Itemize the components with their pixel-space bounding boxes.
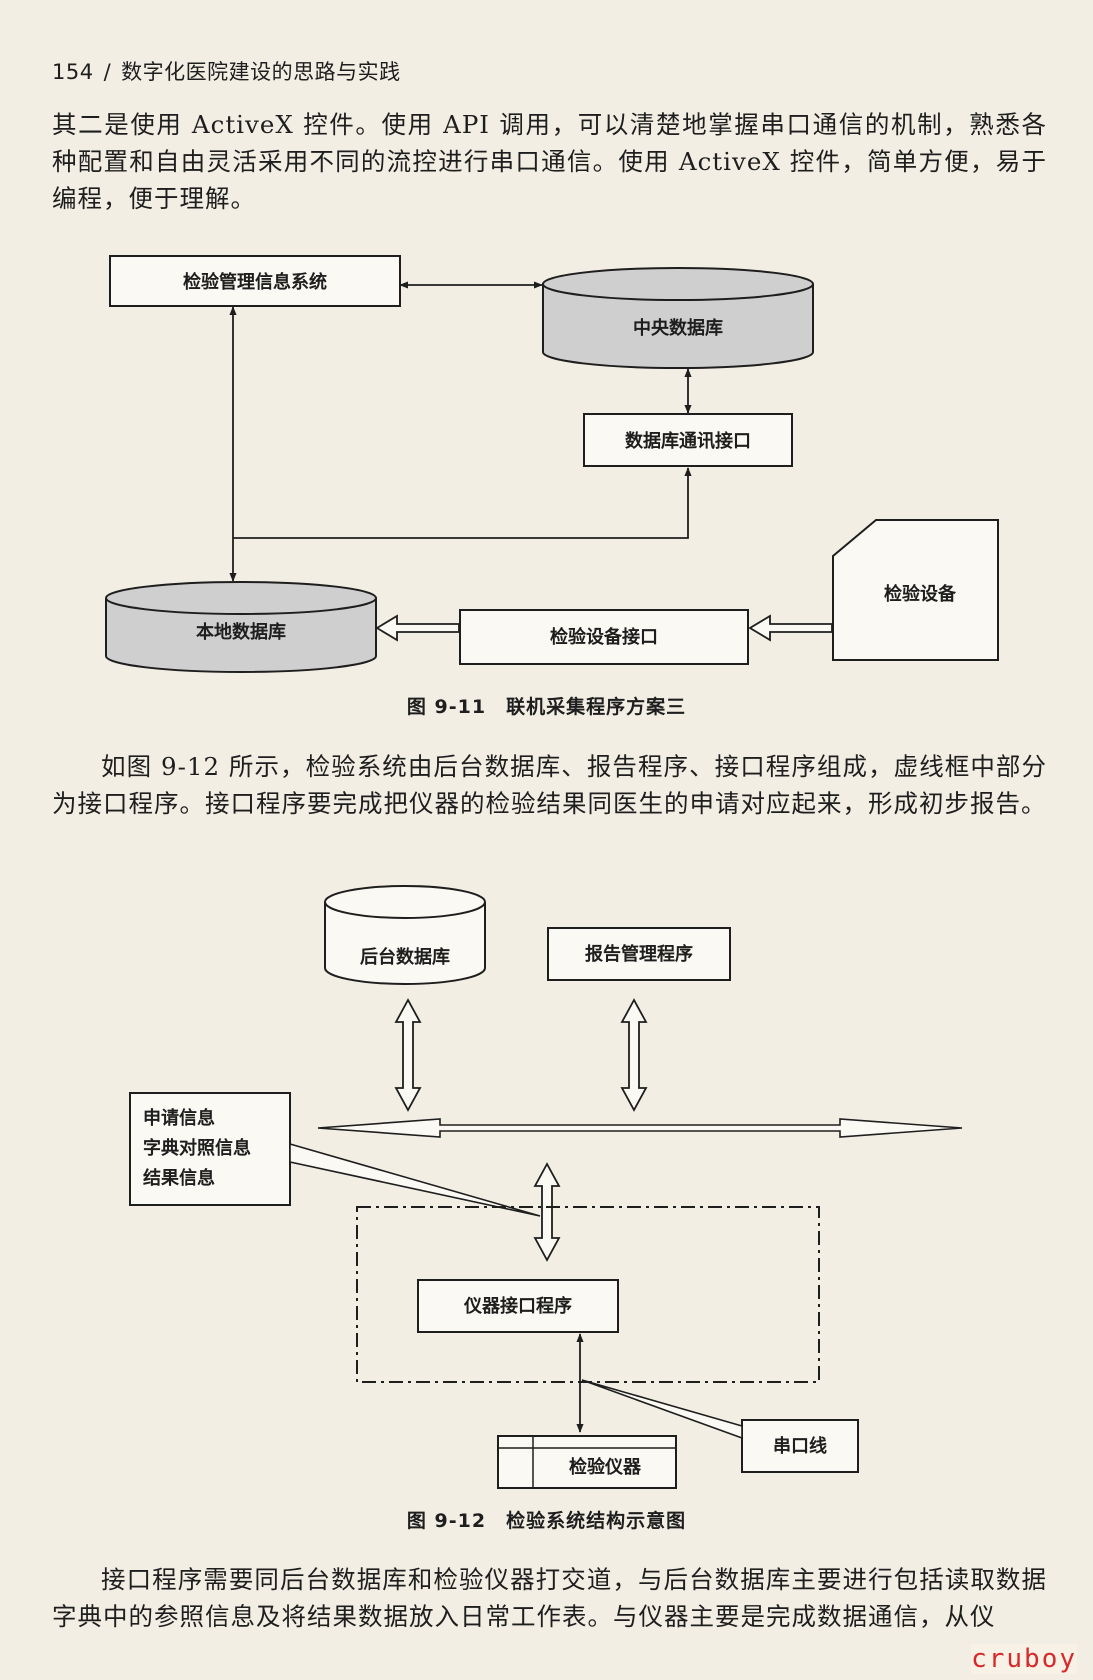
instrument-box: 检验仪器 <box>497 1435 677 1489</box>
device-label: 检验设备 <box>884 583 957 605</box>
info-callout-pointer <box>289 1142 541 1217</box>
info-line-result: 结果信息 <box>143 1167 215 1189</box>
db-comm-box: 数据库通讯接口 <box>583 413 793 467</box>
branch-to-comm-arrow <box>233 467 692 539</box>
figure-9-12-caption: 图 9-12 检验系统结构示意图 <box>406 1510 687 1532</box>
backend-db-cylinder: 后台数据库 <box>324 885 486 985</box>
figure-9-11-caption: 图 9-11 联机采集程序方案三 <box>406 696 687 718</box>
serial-line-label: 串口线 <box>773 1435 827 1457</box>
iface-to-local-db-hollow-arrow <box>375 614 460 642</box>
lis-label: 检验管理信息系统 <box>183 271 327 293</box>
bus-iface-arrow <box>533 1162 561 1262</box>
device-shape: 检验设备 <box>832 519 999 661</box>
lis-box: 检验管理信息系统 <box>109 255 401 307</box>
serial-line-callout-box: 串口线 <box>741 1419 859 1473</box>
figure-9-12: 后台数据库 报告管理程序 申请信息 字典对照信息 结果信息 仪器接口程序 <box>129 885 963 1489</box>
page-number: 154 <box>52 60 94 84</box>
central-db-cylinder: 中央数据库 <box>542 267 814 369</box>
paragraph-figure-9-12-intro: 如图 9-12 所示，检验系统由后台数据库、报告程序、接口程序组成，虚线框中部分… <box>52 752 1047 818</box>
local-db-cylinder: 本地数据库 <box>105 581 377 673</box>
watermark-text: cruboy <box>971 1644 1077 1674</box>
info-callout-box: 申请信息 字典对照信息 结果信息 <box>129 1092 291 1206</box>
backend-db-bus-arrow <box>394 998 422 1112</box>
device-to-iface-hollow-arrow <box>748 614 833 642</box>
book-title: 数字化医院建设的思路与实践 <box>121 60 401 84</box>
info-line-dictionary: 字典对照信息 <box>143 1137 251 1159</box>
central-db-label: 中央数据库 <box>633 317 723 339</box>
paragraph-activex: 其二是使用 ActiveX 控件。使用 API 调用，可以清楚地掌握串口通信的机… <box>52 110 1047 213</box>
iface-prog-label: 仪器接口程序 <box>463 1295 572 1317</box>
db-comm-label: 数据库通讯接口 <box>625 430 751 452</box>
running-header: 154 / 数字化医院建设的思路与实践 <box>52 56 401 86</box>
figure-9-11: 检验管理信息系统 中央数据库 数据库通讯接口 检验设备 本地数据库 检验设备接口 <box>105 255 999 673</box>
local-db-label: 本地数据库 <box>196 621 286 643</box>
header-separator: / <box>103 60 112 84</box>
serial-line-callout-pointer <box>581 1379 743 1440</box>
backend-db-label: 后台数据库 <box>360 946 450 968</box>
paragraph-interface-program: 接口程序需要同后台数据库和检验仪器打交道，与后台数据库主要进行包括读取数据字典中… <box>52 1565 1047 1631</box>
device-iface-label: 检验设备接口 <box>550 626 658 648</box>
iface-prog-box: 仪器接口程序 <box>417 1279 619 1333</box>
device-iface-box: 检验设备接口 <box>459 609 749 665</box>
info-line-request: 申请信息 <box>143 1107 215 1129</box>
report-prog-box: 报告管理程序 <box>547 927 731 981</box>
report-prog-label: 报告管理程序 <box>585 943 693 965</box>
instrument-label: 检验仪器 <box>569 1456 642 1478</box>
system-bus-arrow <box>317 1118 963 1138</box>
report-prog-bus-arrow <box>620 998 648 1112</box>
